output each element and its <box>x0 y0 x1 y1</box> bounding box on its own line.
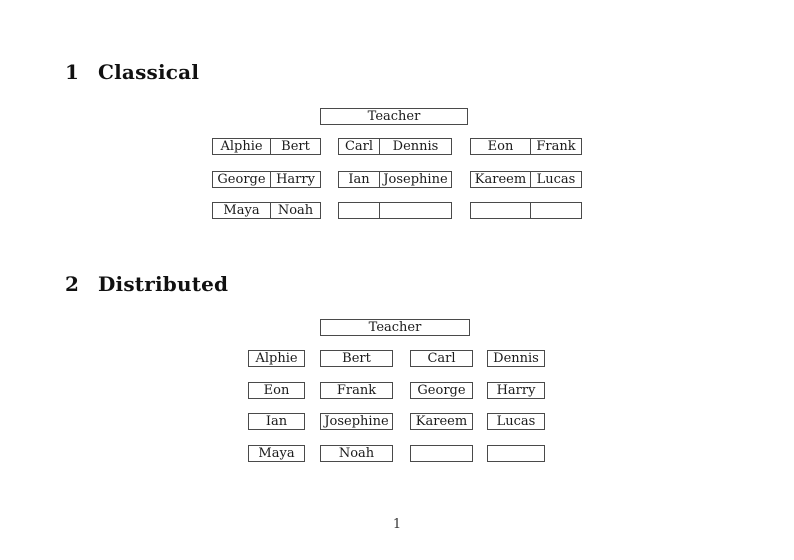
seat: Frank <box>336 383 377 398</box>
desk-distributed-r3c1: Ian <box>248 413 305 430</box>
section-number: 1 <box>65 60 80 84</box>
seat-left: Ian <box>348 172 370 187</box>
seat: Lucas <box>496 414 536 429</box>
desk-distributed-r4c1: Maya <box>248 445 305 462</box>
desk-distributed-r2c3: George <box>410 382 473 399</box>
teacher-label: Teacher <box>368 320 422 335</box>
seat-right: Bert <box>270 139 320 154</box>
seat: Noah <box>338 446 375 461</box>
seat: Alphie <box>255 351 298 366</box>
seat-right: Frank <box>530 139 581 154</box>
seat-right-empty <box>379 203 451 218</box>
seat-left-empty <box>471 203 530 218</box>
seat-right: Josephine <box>379 172 451 187</box>
seat: Kareem <box>415 414 468 429</box>
seat: Josephine <box>324 414 389 429</box>
seat-empty <box>411 446 472 461</box>
teacher-label: Teacher <box>367 109 421 124</box>
desk-classical-r2c1: George Harry <box>212 171 321 188</box>
seat-left: Eon <box>487 139 514 154</box>
seat-left: George <box>217 172 266 187</box>
desk-distributed-r1c2: Bert <box>320 350 393 367</box>
teacher-box-classical: Teacher <box>320 108 468 125</box>
seat: Bert <box>342 351 371 366</box>
desk-distributed-r1c4: Dennis <box>487 350 545 367</box>
desk-distributed-r2c1: Eon <box>248 382 305 399</box>
desk-distributed-r3c3: Kareem <box>410 413 473 430</box>
seat-left-empty <box>339 203 379 218</box>
seat-empty <box>488 446 544 461</box>
desk-classical-r1c3: Eon Frank <box>470 138 582 155</box>
seat-left: Kareem <box>474 172 527 187</box>
section-heading-distributed: 2 Distributed <box>65 274 228 295</box>
seat-left: Maya <box>223 203 260 218</box>
desk-distributed-r3c2: Josephine <box>320 413 393 430</box>
desk-distributed-r1c1: Alphie <box>248 350 305 367</box>
seat-right: Harry <box>270 172 320 187</box>
desk-classical-r3c2-empty <box>338 202 452 219</box>
seat-right: Lucas <box>530 172 581 187</box>
teacher-box-distributed: Teacher <box>320 319 470 336</box>
seat-left: Alphie <box>220 139 263 154</box>
seat: Harry <box>496 383 536 398</box>
seat: Ian <box>265 414 288 429</box>
page-number: 1 <box>392 517 402 532</box>
desk-distributed-r4c4-empty <box>487 445 545 462</box>
seat-right-empty <box>530 203 581 218</box>
seat: Carl <box>427 351 456 366</box>
seat-left: Carl <box>344 139 374 154</box>
seat-right: Dennis <box>379 139 451 154</box>
desk-distributed-r2c2: Frank <box>320 382 393 399</box>
desk-classical-r3c3-empty <box>470 202 582 219</box>
desk-classical-r1c1: Alphie Bert <box>212 138 321 155</box>
desk-distributed-r4c3-empty <box>410 445 473 462</box>
desk-classical-r1c2: Carl Dennis <box>338 138 452 155</box>
desk-classical-r2c2: Ian Josephine <box>338 171 452 188</box>
desk-distributed-r3c4: Lucas <box>487 413 545 430</box>
seat-right: Noah <box>270 203 320 218</box>
section-title: Classical <box>98 60 200 84</box>
desk-distributed-r1c3: Carl <box>410 350 473 367</box>
section-title: Distributed <box>98 272 229 296</box>
section-heading-classical: 1 Classical <box>65 62 199 83</box>
desk-distributed-r4c2: Noah <box>320 445 393 462</box>
seat: Dennis <box>493 351 539 366</box>
desk-distributed-r2c4: Harry <box>487 382 545 399</box>
seat: George <box>417 383 466 398</box>
desk-classical-r2c3: Kareem Lucas <box>470 171 582 188</box>
seat: Maya <box>258 446 295 461</box>
desk-classical-r3c1: Maya Noah <box>212 202 321 219</box>
seat: Eon <box>263 383 290 398</box>
section-number: 2 <box>65 272 80 296</box>
